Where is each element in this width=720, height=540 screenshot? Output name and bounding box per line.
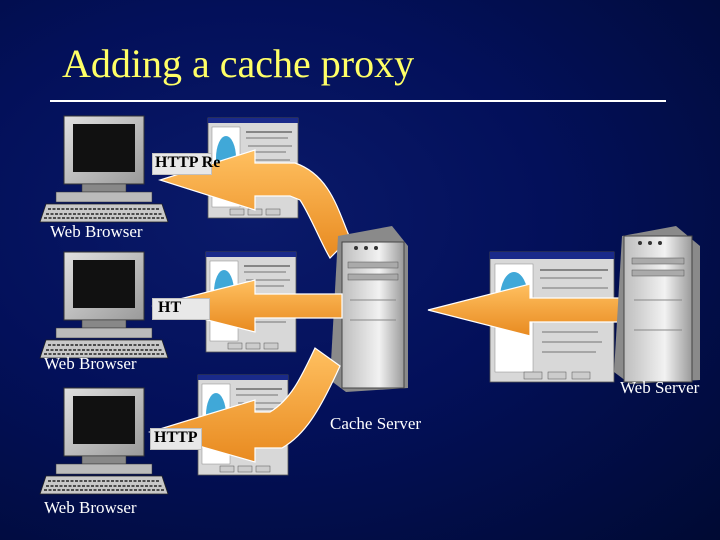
straight-arrow-server — [427, 283, 623, 337]
http-request-label-top: HTTP Re — [155, 154, 221, 171]
web-browser-label-bottom: Web Browser — [44, 498, 137, 517]
http-request-label-mid: HT — [158, 299, 182, 316]
web-browser-computer-top — [39, 115, 169, 223]
http-request-box-bottom — [150, 428, 202, 450]
http-request-box-mid — [152, 298, 210, 320]
web-browser-label-mid: Web Browser — [44, 354, 137, 373]
cache-server-label: Cache Server — [330, 414, 422, 433]
http-request-label-bottom: HTTP — [154, 429, 198, 446]
web-browser-label-top: Web Browser — [50, 222, 143, 241]
slide-title: Adding a cache proxy — [62, 41, 415, 86]
web-browser-computer-mid — [39, 251, 169, 359]
web-server-tower — [614, 226, 700, 384]
http-request-box-top — [152, 153, 212, 175]
title-underline — [50, 100, 666, 102]
web-server-label: Web Server — [620, 378, 700, 397]
cache-server-tower — [330, 226, 408, 392]
web-browser-computer-bottom — [39, 387, 169, 495]
curved-arrow-top — [158, 149, 351, 259]
